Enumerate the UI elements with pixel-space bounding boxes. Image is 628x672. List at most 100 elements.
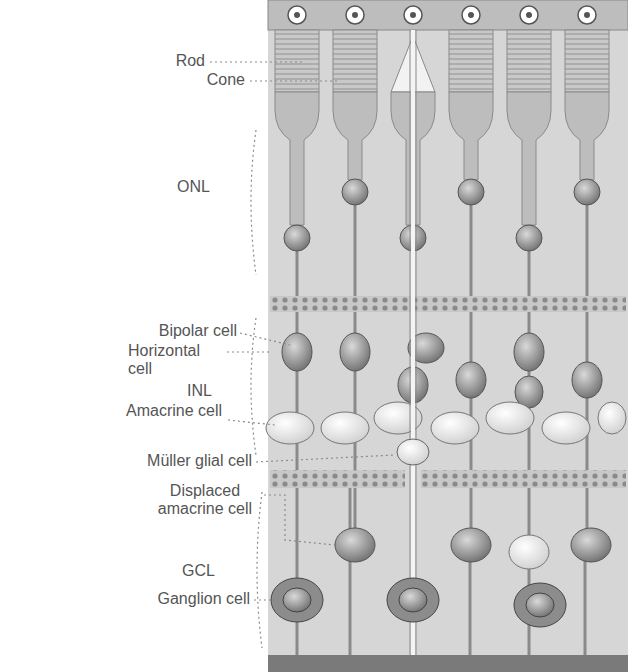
cell-label: Amacrine cell <box>122 402 226 420</box>
inner-plexiform-layer <box>421 470 626 488</box>
leader-lines <box>264 495 335 545</box>
cell-label: Bipolar cell <box>100 322 237 340</box>
ganglion-cells <box>271 578 566 627</box>
tissue-ground <box>268 0 628 672</box>
muller-glial-cell <box>397 30 429 655</box>
leader-lines <box>227 351 270 352</box>
inner-limiting-membrane <box>268 655 628 672</box>
muller-glial-cell <box>397 439 429 465</box>
bipolar-horizontal-cells <box>572 362 602 398</box>
layer-label: ONL <box>150 178 210 196</box>
layer-label: GCL <box>150 562 215 580</box>
pigment-epithelium <box>468 12 474 18</box>
pigment-epithelium <box>578 6 596 24</box>
displaced-amacrine-cells <box>335 528 611 569</box>
photoreceptor-axons <box>354 205 357 298</box>
ganglion-processes <box>528 488 531 655</box>
pigment-epithelium <box>268 0 628 30</box>
bipolar-horizontal-cells <box>514 333 544 371</box>
pigment-epithelium <box>404 6 422 24</box>
ganglion-cells <box>514 583 566 627</box>
ganglion-processes <box>354 488 357 530</box>
pigment-epithelium <box>352 12 358 18</box>
displaced-amacrine-cells <box>509 535 549 569</box>
photoreceptor-nuclei <box>574 179 600 205</box>
photoreceptor-segments <box>275 92 609 225</box>
bipolar-horizontal-cells <box>456 362 486 398</box>
pigment-epithelium <box>526 12 532 18</box>
muller-glial-cell <box>411 30 415 655</box>
bipolar-horizontal-cells <box>282 333 312 371</box>
inner-plexiform-layer <box>270 470 405 488</box>
photoreceptor-axons <box>296 250 299 298</box>
pigment-epithelium <box>294 12 300 18</box>
muller-glial-cell <box>410 30 411 655</box>
outer-plexiform-layer <box>270 296 626 312</box>
photoreceptor-axons <box>297 205 587 298</box>
leader-lines <box>254 599 272 600</box>
photoreceptor-segments <box>565 30 609 92</box>
amacrine-cells <box>431 412 479 444</box>
photoreceptor-segments <box>507 92 551 225</box>
leader-lines <box>257 492 262 648</box>
ganglion-processes <box>586 488 589 530</box>
displaced-amacrine-cells <box>451 528 491 562</box>
ganglion-processes <box>469 560 472 655</box>
cell-label: Ganglion cell <box>110 590 250 608</box>
pigment-epithelium <box>288 6 596 24</box>
inner-limiting-membrane <box>268 655 628 672</box>
leader-lines <box>251 318 256 455</box>
amacrine-cells <box>266 412 314 444</box>
leader-lines <box>228 420 275 425</box>
bipolar-horizontal-cells <box>282 333 602 408</box>
photoreceptor-segments <box>565 92 609 180</box>
photoreceptor-segments <box>507 30 551 92</box>
amacrine-cells <box>321 412 369 444</box>
photoreceptor-nuclei <box>284 179 600 251</box>
inner-nuclear-processes <box>297 312 587 470</box>
pigment-epithelium <box>410 12 416 18</box>
inner-plexiform-layer <box>270 470 626 488</box>
photoreceptor-axons <box>528 250 531 298</box>
ganglion-cells <box>399 588 427 612</box>
photoreceptor-segments <box>275 30 609 225</box>
photoreceptor-segments <box>333 92 377 180</box>
bipolar-horizontal-cells <box>340 333 370 371</box>
cell-label: Müller glial cell <box>100 452 252 470</box>
photoreceptor-segments <box>333 30 377 92</box>
photoreceptor-nuclei <box>284 225 310 251</box>
amacrine-cells <box>598 402 626 434</box>
ganglion-cells <box>271 578 323 622</box>
photoreceptor-segments <box>275 92 319 225</box>
leader-lines <box>250 80 340 81</box>
pigment-epithelium <box>462 6 480 24</box>
pigment-epithelium <box>346 6 364 24</box>
ganglion-processes <box>297 488 587 655</box>
outer-plexiform-layer <box>270 296 626 312</box>
ganglion-cells <box>283 588 311 612</box>
photoreceptor-axons <box>586 205 589 298</box>
photoreceptor-axons <box>470 205 473 298</box>
ganglion-processes <box>584 560 587 655</box>
photoreceptor-segments <box>275 30 319 92</box>
leader-lines <box>240 333 290 345</box>
photoreceptor-segments <box>449 92 493 180</box>
leader-lines <box>251 130 256 275</box>
amacrine-cells <box>542 412 590 444</box>
pigment-epithelium <box>294 12 590 18</box>
leader-lines <box>210 62 395 648</box>
cell-label: Horizontal cell <box>128 342 226 379</box>
photoreceptor-nuclei <box>516 225 542 251</box>
ganglion-processes <box>470 488 473 530</box>
leader-lines <box>210 61 305 62</box>
ganglion-cells <box>387 578 439 622</box>
amacrine-cells <box>266 402 626 444</box>
pigment-epithelium <box>584 12 590 18</box>
ganglion-processes <box>296 488 299 655</box>
pigment-epithelium <box>288 6 306 24</box>
tissue-ground <box>268 0 628 672</box>
pigment-epithelium <box>268 0 628 30</box>
muller-glial-cell <box>416 30 417 655</box>
